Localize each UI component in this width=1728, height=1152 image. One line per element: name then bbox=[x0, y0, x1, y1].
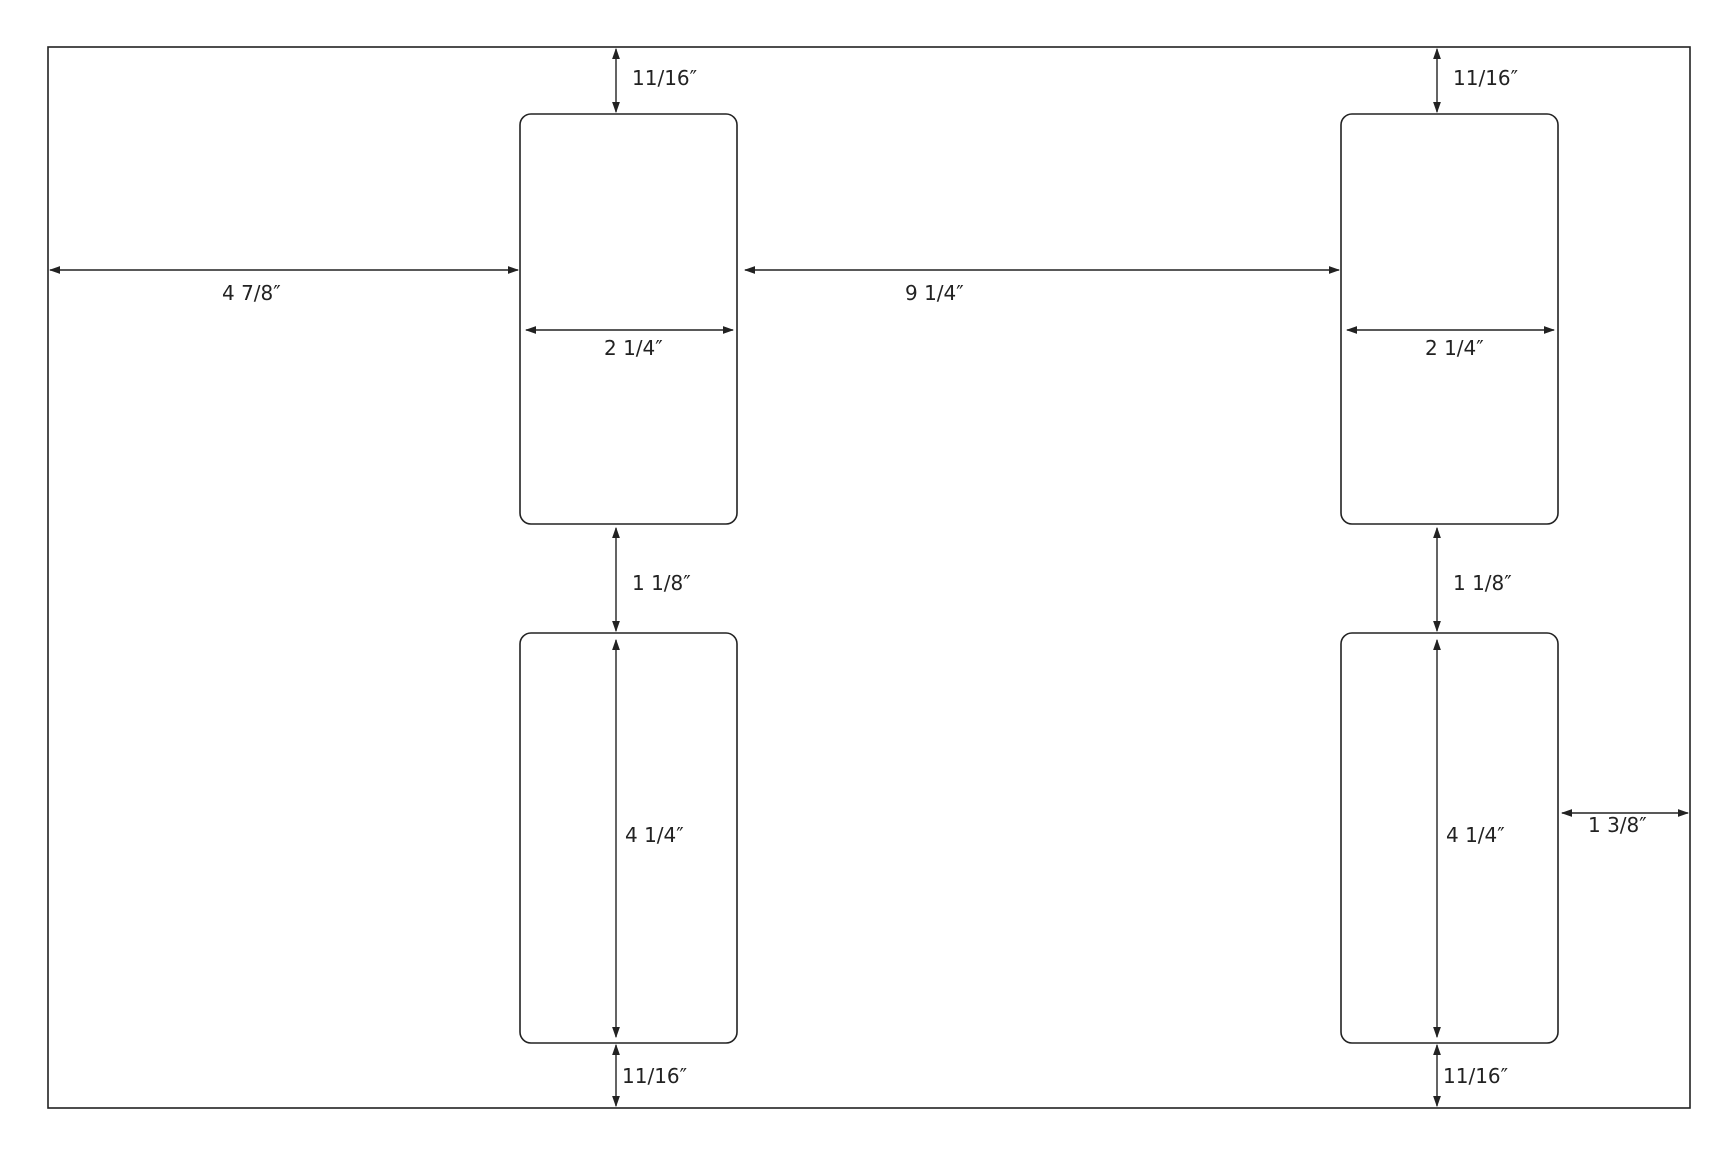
right-margin-label: 1 3/8″ bbox=[1588, 813, 1647, 837]
label-height-left-label: 4 1/4″ bbox=[625, 823, 684, 847]
top-margin-right-label: 11/16″ bbox=[1453, 66, 1518, 90]
top-margin-left-label: 11/16″ bbox=[632, 66, 697, 90]
label-width-right-label: 2 1/4″ bbox=[1425, 336, 1484, 360]
column-gap-label: 9 1/4″ bbox=[905, 281, 964, 305]
label-height-right-label: 4 1/4″ bbox=[1446, 823, 1505, 847]
sheet-border bbox=[47, 46, 1691, 1109]
label-width-left-label: 2 1/4″ bbox=[604, 336, 663, 360]
label-box-row2-col1 bbox=[519, 632, 738, 1044]
label-box-row1-col2 bbox=[1340, 113, 1559, 525]
bottom-margin-right-label: 11/16″ bbox=[1443, 1064, 1508, 1088]
row-gap-right-label: 1 1/8″ bbox=[1453, 571, 1512, 595]
row-gap-left-label: 1 1/8″ bbox=[632, 571, 691, 595]
label-box-row1-col1 bbox=[519, 113, 738, 525]
left-margin-label: 4 7/8″ bbox=[222, 281, 281, 305]
bottom-margin-left-label: 11/16″ bbox=[622, 1064, 687, 1088]
label-box-row2-col2 bbox=[1340, 632, 1559, 1044]
